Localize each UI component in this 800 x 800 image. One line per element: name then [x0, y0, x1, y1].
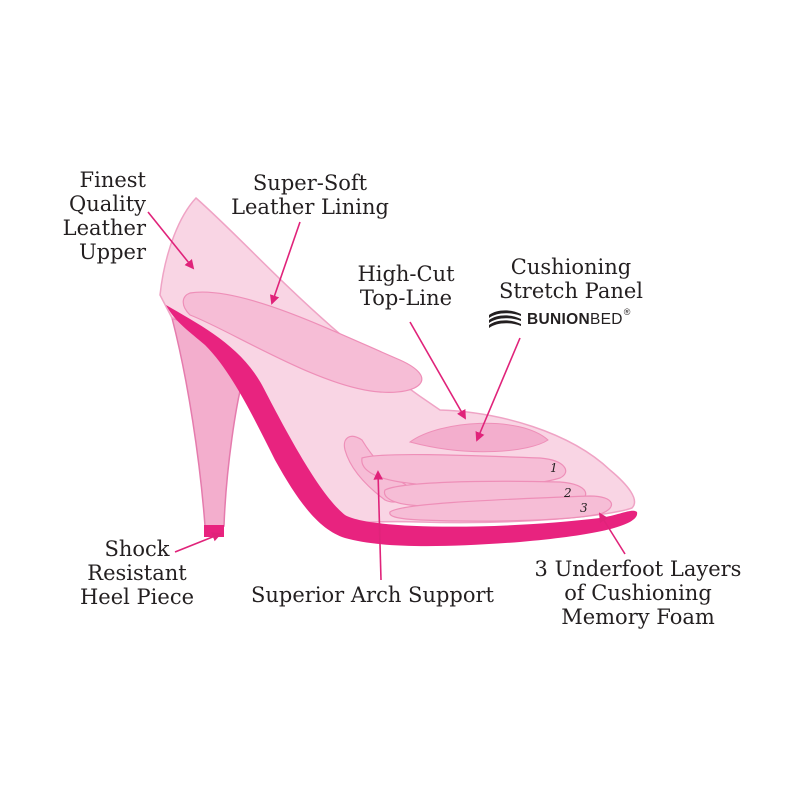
label-leather-lining: Super-Soft Leather Lining [231, 171, 389, 219]
layer-number-1: 1 [550, 461, 558, 475]
layer-number-3: 3 [580, 501, 588, 515]
bunion-bed-logo-icon [489, 310, 521, 328]
brand-wordmark: BUNIONBED [527, 311, 623, 328]
arrow-underfoot [598, 512, 626, 555]
registered-mark: ® [623, 307, 631, 317]
heel-tip [204, 525, 224, 537]
arrow-leather-upper [147, 211, 195, 270]
outsole [166, 305, 638, 547]
label-heel-piece: Shock Resistant Heel Piece [79, 537, 195, 609]
arrow-leather-lining [269, 221, 301, 305]
underfoot-layer-1 [361, 453, 567, 488]
arrow-arch-support [373, 470, 384, 581]
label-stretch-panel: Cushioning Stretch Panel [498, 255, 644, 303]
arrow-heel-piece [174, 532, 222, 553]
label-leather-upper: Finest Quality Leather Upper [62, 168, 146, 264]
arrow-topline [409, 321, 466, 420]
label-arch-support: Superior Arch Support [251, 583, 494, 607]
label-underfoot: 3 Underfoot Layers of Cushioning Memory … [534, 557, 742, 629]
arrow-stretch-panel [475, 337, 521, 442]
brand-logo: BUNIONBED® [487, 305, 630, 335]
label-topline: High-Cut Top-Line [357, 262, 455, 310]
layer-number-2: 2 [563, 486, 572, 500]
leather-lining [182, 291, 423, 393]
